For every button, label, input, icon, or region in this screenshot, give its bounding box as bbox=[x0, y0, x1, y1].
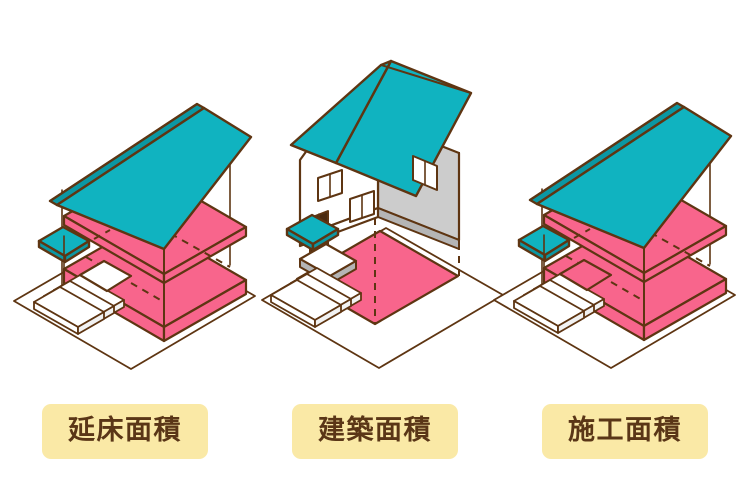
roof-panel-1 bbox=[55, 106, 253, 251]
diagram-kenchiku-menseki bbox=[261, 59, 504, 369]
porch-canopy-edge-r-3 bbox=[543, 238, 571, 263]
label-slot-3: 施工面積 bbox=[500, 404, 750, 459]
badge-seko-menseki: 施工面積 bbox=[542, 404, 708, 459]
roof-ridge-3 bbox=[529, 102, 678, 201]
label-slot-2: 建築面積 bbox=[250, 404, 500, 459]
house-gable-eave-2 bbox=[290, 144, 337, 164]
porch-canopy-edge-r-2 bbox=[311, 227, 340, 252]
diagram-nobeyuka-menseki bbox=[13, 102, 256, 370]
label-row: 延床面積 建築面積 施工面積 bbox=[0, 404, 750, 464]
roof-panel-3 bbox=[535, 105, 733, 250]
diagram-seko-menseki bbox=[493, 101, 736, 369]
badge-nobeyuka-menseki: 延床面積 bbox=[42, 404, 208, 459]
house-roof-ridge-2 bbox=[380, 64, 472, 94]
roof-ridge-1 bbox=[49, 103, 198, 202]
label-slot-1: 延床面積 bbox=[0, 404, 250, 459]
step-landing-1 bbox=[78, 259, 133, 293]
badge-kenchiku-menseki: 建築面積 bbox=[292, 404, 458, 459]
porch-canopy-edge-r-1 bbox=[63, 239, 91, 264]
step-landing-3 bbox=[558, 258, 613, 292]
